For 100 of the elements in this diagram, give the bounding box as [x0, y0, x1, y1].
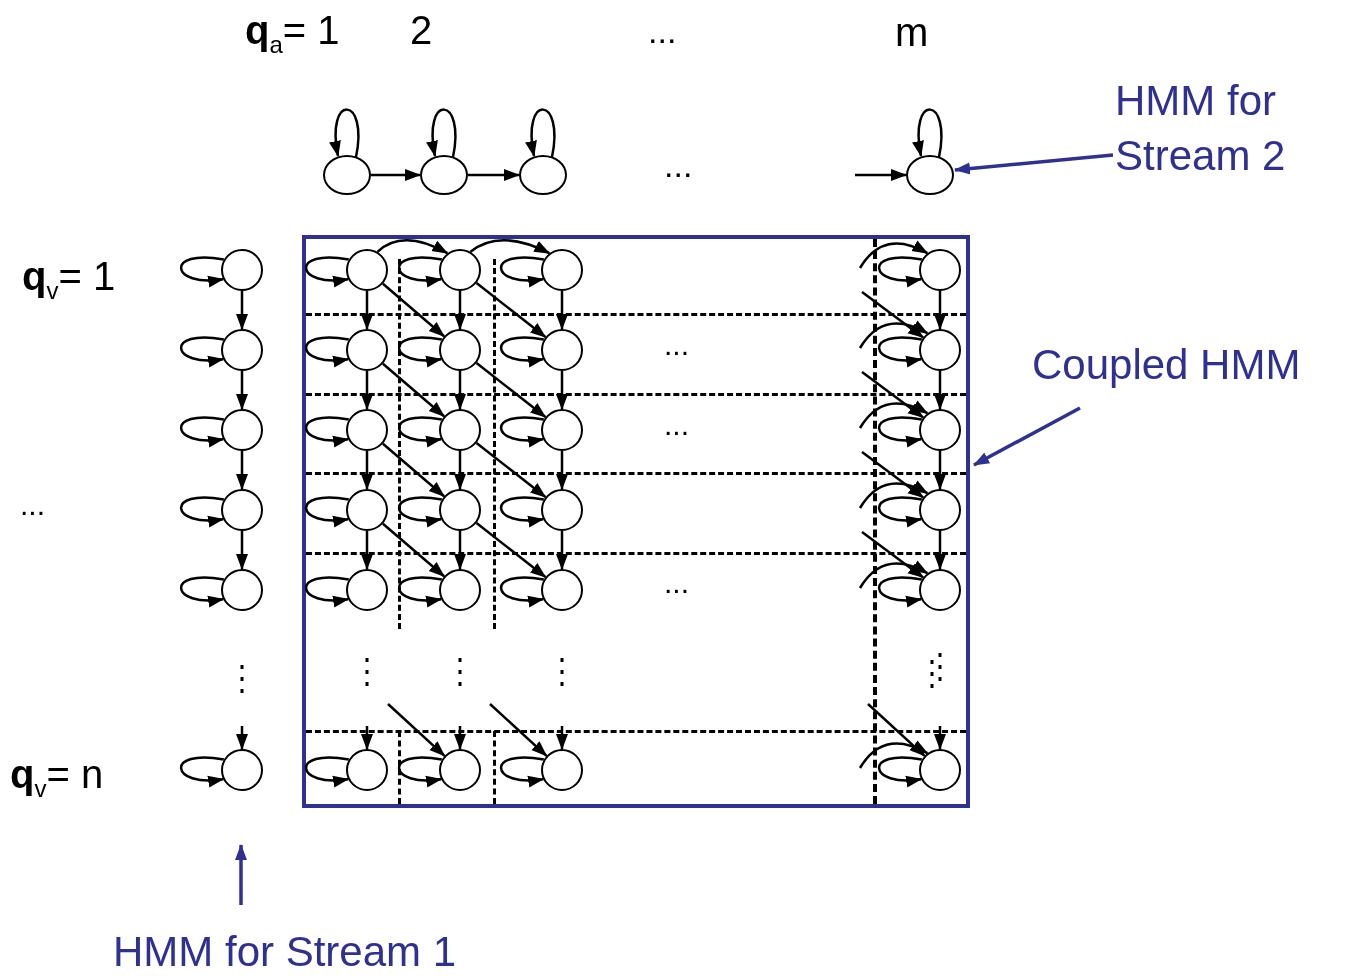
- state-circle: [346, 569, 388, 611]
- self-loop-arrow: [500, 256, 545, 287]
- axis-label: ...: [664, 410, 689, 440]
- self-loop-arrow: [398, 576, 443, 607]
- state-circle: [919, 409, 961, 451]
- self-loop-arrow: [180, 336, 225, 367]
- state-circle: [439, 329, 481, 371]
- state-circle: [346, 489, 388, 531]
- arrow: [556, 371, 568, 410]
- arrow: [454, 451, 466, 490]
- curved-arrow: [858, 240, 929, 269]
- self-loop-arrow: [500, 756, 545, 787]
- state-circle: [420, 155, 468, 195]
- arrow: [934, 726, 946, 750]
- curved-arrow: [376, 239, 449, 255]
- axis-label: 2: [410, 10, 433, 50]
- arrow: [236, 726, 248, 750]
- arrow: [489, 703, 548, 757]
- arrow: [371, 169, 421, 181]
- arrow: [861, 291, 924, 339]
- curved-arrow: [858, 480, 929, 509]
- arrow: [361, 371, 373, 410]
- arrow: [855, 169, 907, 181]
- axis-label: m: [895, 12, 929, 52]
- arrow: [475, 361, 547, 419]
- self-loop-arrow: [305, 336, 350, 367]
- arrow: [236, 451, 248, 490]
- callout-text: HMM for Stream 2: [1115, 74, 1340, 184]
- arrow: [556, 726, 568, 750]
- arrow: [382, 442, 445, 498]
- state-circle: [541, 249, 583, 291]
- axis-label: q$_{v}$= n: [10, 754, 104, 801]
- curved-arrow: [858, 560, 929, 589]
- state-circle: [919, 249, 961, 291]
- arrow: [861, 371, 924, 419]
- arrow: [382, 362, 445, 418]
- state-circle: [541, 749, 583, 791]
- state-circle: [346, 749, 388, 791]
- self-loop-arrow: [525, 108, 556, 158]
- arrow: [934, 531, 946, 570]
- self-loop-arrow: [305, 256, 350, 287]
- self-loop-arrow: [398, 256, 443, 287]
- self-loop-arrow: [878, 256, 923, 287]
- state-circle: [221, 749, 263, 791]
- arrow: [934, 371, 946, 410]
- arrow: [236, 291, 248, 330]
- self-loop-arrow: [398, 756, 443, 787]
- arrow: [235, 844, 247, 905]
- state-circle: [919, 749, 961, 791]
- state-circle: [439, 249, 481, 291]
- self-loop-arrow: [878, 576, 923, 607]
- arrow: [475, 441, 547, 499]
- arrow: [867, 703, 926, 757]
- state-circle: [541, 569, 583, 611]
- state-circle: [541, 489, 583, 531]
- self-loop-arrow: [500, 336, 545, 367]
- state-circle: [439, 409, 481, 451]
- curved-arrow: [858, 400, 929, 429]
- arrow: [387, 703, 446, 757]
- self-loop-arrow: [500, 416, 545, 447]
- arrow: [236, 371, 248, 410]
- axis-label: ...: [664, 148, 693, 182]
- self-loop-arrow: [878, 416, 923, 447]
- state-circle: [221, 329, 263, 371]
- state-circle: [906, 155, 954, 195]
- self-loop-arrow: [500, 496, 545, 527]
- axis-label: ...: [664, 330, 689, 360]
- state-circle: [439, 569, 481, 611]
- arrow: [556, 451, 568, 490]
- state-circle: [221, 249, 263, 291]
- self-loop-arrow: [305, 576, 350, 607]
- self-loop-arrow: [305, 756, 350, 787]
- state-circle: [919, 489, 961, 531]
- self-loop-arrow: [398, 496, 443, 527]
- arrow: [556, 291, 568, 330]
- state-circle: [541, 329, 583, 371]
- state-circle: [919, 569, 961, 611]
- state-circle: [439, 489, 481, 531]
- state-circle: [519, 155, 567, 195]
- arrow: [236, 531, 248, 570]
- arrow: [361, 451, 373, 490]
- callout-text: HMM for Stream 1: [113, 925, 533, 977]
- state-circle: [541, 409, 583, 451]
- self-loop-arrow: [305, 496, 350, 527]
- arrow: [475, 521, 547, 579]
- arrow: [861, 451, 924, 499]
- self-loop-arrow: [180, 416, 225, 447]
- self-loop-arrow: [398, 336, 443, 367]
- state-circle: [323, 155, 371, 195]
- self-loop-arrow: [878, 756, 923, 787]
- arrow: [454, 726, 466, 750]
- state-circle: [346, 329, 388, 371]
- arrow: [361, 726, 373, 750]
- self-loop-arrow: [426, 108, 457, 158]
- curved-arrow: [858, 740, 929, 769]
- axis-label: ...: [664, 568, 689, 598]
- state-circle: [346, 249, 388, 291]
- arrow: [954, 153, 1114, 175]
- self-loop-arrow: [398, 416, 443, 447]
- state-circle: [346, 409, 388, 451]
